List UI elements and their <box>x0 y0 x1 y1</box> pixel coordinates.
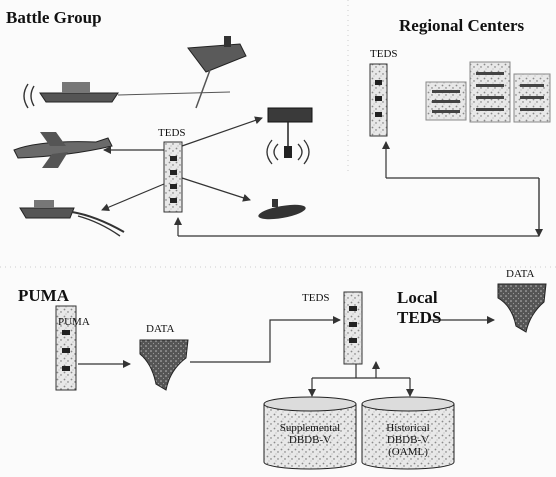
sonar-waves-icon <box>23 83 35 109</box>
battle-group-title: Battle Group <box>6 8 102 27</box>
server-rack-icon <box>369 63 388 137</box>
puma-box-label: PUMA <box>58 316 90 328</box>
historical-line-3: (OAML) <box>388 446 428 458</box>
data-funnel-icon <box>139 339 189 391</box>
supplemental-line-2: DBDB-V <box>288 434 332 446</box>
supplemental-database-icon <box>263 396 357 470</box>
distribution-arrows <box>101 116 263 211</box>
feedback-loop <box>174 177 543 237</box>
ship-icon <box>39 82 231 103</box>
flow-arrow-data-to-teds <box>190 316 341 363</box>
server-rack-icon <box>163 141 183 213</box>
supplemental-line-1: Supplemental <box>279 422 341 434</box>
teds-regional-label: TEDS <box>370 48 398 60</box>
database-links <box>308 361 414 397</box>
puma-title: PUMA <box>18 286 69 305</box>
regional-building-icon <box>425 61 551 123</box>
regional-centers-title: Regional Centers <box>399 16 525 35</box>
submarine-icon <box>258 199 306 220</box>
data-label-puma: DATA <box>146 323 175 335</box>
teds-battle-label: TEDS <box>158 127 186 139</box>
towed-array-ship-icon <box>19 200 125 237</box>
local-teds-rack-icon <box>343 291 363 365</box>
historical-database-icon <box>361 396 455 470</box>
sonobuoy-icon <box>267 107 313 158</box>
local-teds-title: Local TEDS <box>397 288 441 328</box>
aircraft-carrier-icon <box>187 36 247 109</box>
supplemental-db-label: Supplemental DBDB-V <box>264 422 356 446</box>
local-teds-line-1: Local <box>397 288 438 307</box>
historical-db-label: Historical DBDB-V (OAML) <box>362 422 454 458</box>
historical-line-2: DBDB-V <box>386 434 430 446</box>
historical-line-1: Historical <box>386 422 430 434</box>
teds-local-label: TEDS <box>302 292 330 304</box>
acoustic-waves-icon <box>266 139 310 165</box>
local-teds-line-2: TEDS <box>397 308 442 327</box>
puma-rack-icon <box>55 305 77 391</box>
aircraft-icon <box>13 132 113 168</box>
data-label-right: DATA <box>506 268 535 280</box>
data-funnel-icon <box>497 283 547 333</box>
